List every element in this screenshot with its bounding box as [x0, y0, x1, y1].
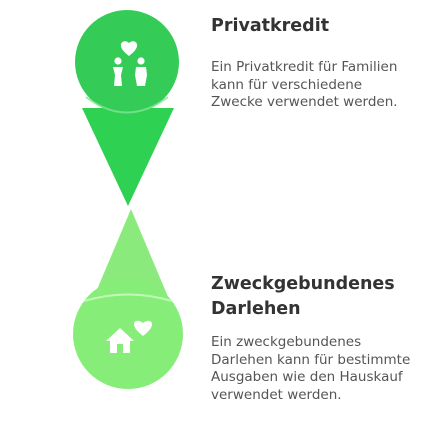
- darlehen-description: Ein zweckgebundenes Darlehen kann für be…: [211, 334, 436, 404]
- privatkredit-title: Privatkredit: [211, 16, 330, 36]
- family-heart-icon: [113, 41, 147, 86]
- darlehen-title-line-2: Darlehen: [211, 299, 301, 319]
- darlehen-line-1: Ein zweckgebundenes: [211, 334, 362, 350]
- privatkredit-pin: [75, 10, 179, 206]
- darlehen-item: Zweckgebundenes Darlehen Ein zweckgebund…: [211, 272, 436, 404]
- darlehen-line-2: Darlehen kann für bestimmte: [211, 351, 411, 368]
- darlehen-line-4: verwendet werden.: [211, 386, 342, 403]
- privatkredit-item: Privatkredit Ein Privatkredit für Famili…: [211, 14, 436, 112]
- darlehen-title-line-1: Zweckgebundenes: [211, 274, 395, 294]
- darlehen-pin: [73, 209, 183, 389]
- darlehen-title: Zweckgebundenes Darlehen: [211, 272, 436, 322]
- privatkredit-line-1: Ein Privatkredit für Familien: [211, 59, 398, 75]
- privatkredit-description: Ein Privatkredit für Familien kann für v…: [211, 59, 436, 112]
- privatkredit-line-3: Zwecke verwendet werden.: [211, 94, 398, 110]
- privatkredit-line-2: kann für verschiedene: [211, 76, 363, 93]
- darlehen-line-3: Ausgaben wie den Hauskauf: [211, 369, 403, 385]
- house-heart-icon: [106, 320, 152, 353]
